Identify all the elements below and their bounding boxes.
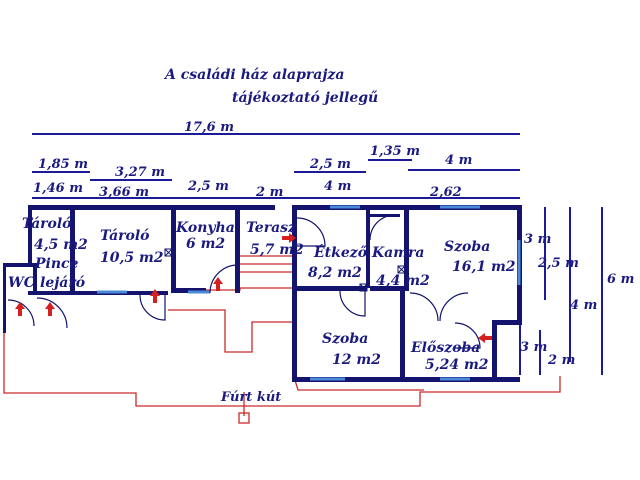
dim-1-85: 1,85 m — [38, 157, 88, 172]
dim-right-3m-top: 3 m — [524, 232, 551, 247]
plot-boundary — [3, 255, 561, 407]
room-taroló-big-area: 10,5 m2 — [100, 250, 164, 266]
room-etkezo-area: 8,2 m2 — [308, 265, 362, 281]
dim-2: 2 m — [255, 185, 283, 200]
dim-3-66: 3,66 m — [99, 185, 149, 200]
room-szoba-big-area: 16,1 m2 — [452, 259, 516, 275]
well-label: Fúrt kút — [220, 390, 281, 405]
plan-title: A családi ház alaprajza — [163, 67, 344, 83]
dim-right-3m-bot: 3 m — [520, 340, 547, 355]
room-etkezo-name: Étkező — [313, 243, 368, 261]
room-kamra-area: 4,4 m2 — [376, 273, 430, 289]
room-konyha-name: Konyha — [175, 220, 235, 236]
dim-right-6m: 6 m — [607, 272, 634, 287]
room-szoba-small-name: Szoba — [322, 331, 368, 347]
room-kamra-name: Kamra — [371, 245, 425, 261]
dim-right-4m: 4 m — [570, 298, 597, 313]
dim-3-27: 3,27 m — [115, 165, 165, 180]
plan-subtitle: tájékoztató jellegű — [232, 90, 378, 106]
room-terasz-name: Terasz — [246, 220, 297, 236]
entry-arrows — [15, 233, 492, 343]
dim-1-46: 1,46 m — [33, 181, 83, 196]
dim-2-5-mid: 2,5 m — [187, 179, 229, 194]
windows — [97, 205, 521, 381]
dim-total-width: 17,6 m — [184, 120, 234, 135]
dim-2-5-top: 2,5 m — [309, 157, 351, 172]
doors — [7, 214, 481, 349]
room-taroló-small-name: Tároló — [22, 216, 72, 232]
dim-4-top: 4 m — [445, 153, 472, 168]
dim-2-62: 2,62 — [429, 185, 462, 200]
room-wc-name: WC — [8, 275, 35, 291]
room-pince-name: Pince — [34, 256, 79, 272]
room-konyha-area: 6 m2 — [186, 236, 225, 252]
room-taroló-big-name: Tároló — [100, 228, 150, 244]
room-szoba-small-area: 12 m2 — [332, 352, 381, 368]
dim-1-35: 1,35 m — [370, 144, 420, 159]
dim-right-2-5m: 2,5 m — [537, 256, 579, 271]
well-icon — [238, 412, 250, 424]
fixtures — [164, 248, 406, 292]
room-taroló-small-area: 4,5 m2 — [34, 237, 88, 253]
dim-4-mid: 4 m — [324, 179, 351, 194]
dim-right-2m: 2 m — [547, 353, 575, 368]
room-eloszoba-name: Előszoba — [410, 340, 480, 356]
room-terasz-area: 5,7 m2 — [250, 242, 304, 258]
room-pince-sub: lejáró — [40, 275, 85, 291]
room-eloszoba-area: 5,24 m2 — [425, 357, 489, 373]
room-szoba-big-name: Szoba — [444, 239, 490, 255]
